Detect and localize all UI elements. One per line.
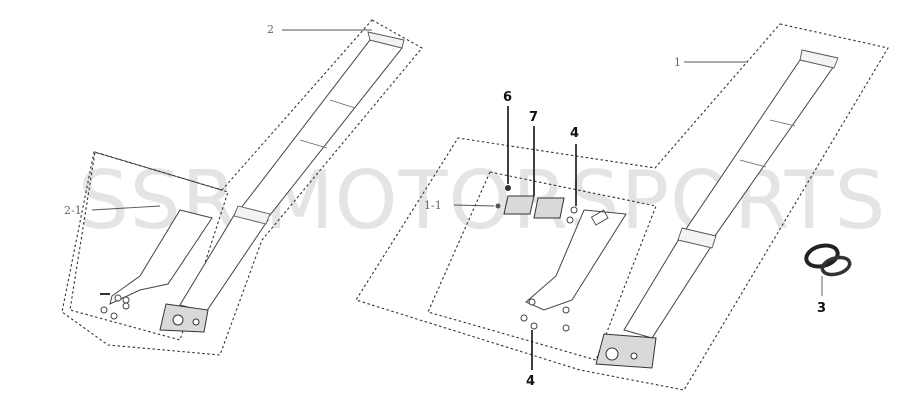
axle-lug-right <box>595 333 657 369</box>
guard-clamp-brackets <box>503 195 565 219</box>
washer-1-1 <box>495 203 501 209</box>
bolts-bottom <box>520 314 570 332</box>
callout-2: 2 <box>267 23 274 36</box>
group-boundary-1 <box>355 23 889 391</box>
fork-cap-right <box>799 49 839 69</box>
fork-cap-left <box>367 31 405 49</box>
oil-seal-rings: 3 <box>804 243 852 316</box>
callout-4-bottom: 4 <box>526 374 535 389</box>
callout-7: 7 <box>529 110 538 125</box>
callout-1: 1 <box>674 56 681 69</box>
group-boundary-1-1 <box>427 171 657 361</box>
fork-assembly-right: 1 1-1 6 7 4 4 <box>355 23 889 391</box>
fork-outer-tube-right <box>623 233 715 339</box>
fork-seal-ring-right <box>677 227 717 249</box>
fork-guard-right <box>525 209 627 311</box>
callout-3: 3 <box>817 301 826 316</box>
callout-4-top: 4 <box>570 126 579 141</box>
group-boundary-2 <box>61 19 423 356</box>
callout-6: 6 <box>503 90 512 105</box>
fork-assembly-left: 2 2-1 <box>61 19 423 356</box>
washer-6 <box>505 185 511 191</box>
guard-screws-left <box>100 293 130 320</box>
callout-2-1: 2-1 <box>64 204 82 217</box>
fork-seal-ring-left <box>233 205 271 225</box>
bolts-top <box>566 206 578 224</box>
group-boundary-2-1 <box>69 151 229 341</box>
callout-1-1: 1-1 <box>424 199 442 212</box>
